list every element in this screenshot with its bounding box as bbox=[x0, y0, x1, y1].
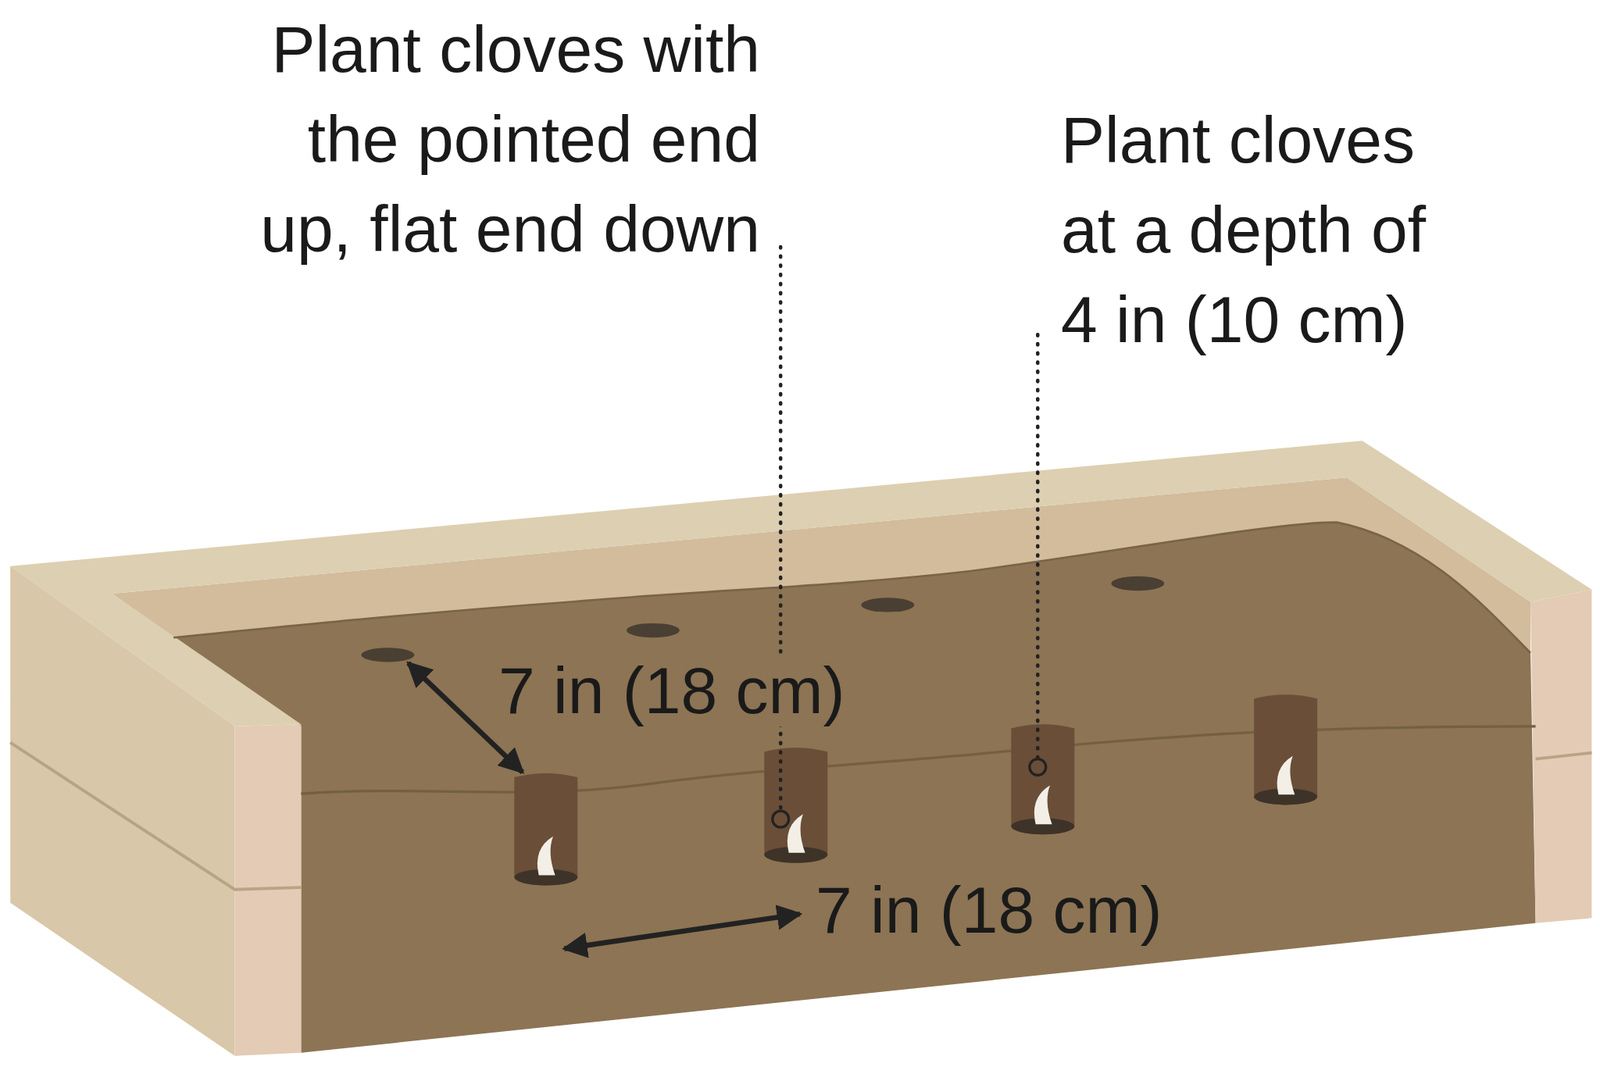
planting-hole bbox=[626, 623, 680, 638]
hole-section bbox=[1010, 724, 1075, 835]
plank-joint bbox=[10, 742, 301, 890]
bed-rim bbox=[10, 440, 1592, 727]
leader-dot bbox=[1029, 759, 1047, 776]
left-wall-side bbox=[10, 566, 235, 1057]
planting-hole bbox=[360, 647, 415, 662]
hole-shaft bbox=[514, 773, 578, 886]
right-wall-end bbox=[1530, 589, 1592, 924]
planting-note: Plant cloves with the pointed end up, fl… bbox=[213, 4, 761, 275]
planting-hole bbox=[1110, 576, 1165, 591]
dimension-label: 7 in (18 cm) bbox=[812, 874, 1165, 947]
garlic-clove bbox=[1034, 785, 1053, 825]
plank-joint bbox=[1535, 753, 1593, 760]
hole-section bbox=[764, 747, 828, 864]
dimension-label: 7 in (18 cm) bbox=[495, 654, 848, 727]
garlic-clove bbox=[537, 836, 556, 876]
hole-section bbox=[514, 773, 578, 886]
garlic-clove bbox=[1277, 756, 1296, 796]
hole-shaft bbox=[764, 747, 828, 864]
hole-shaft bbox=[1010, 724, 1075, 835]
dimension-arrow bbox=[564, 914, 800, 949]
leader-dot bbox=[772, 810, 790, 828]
soil-surface-edge bbox=[173, 522, 1531, 654]
hole-section bbox=[1253, 694, 1318, 805]
hole-shaft bbox=[1253, 694, 1318, 805]
depth-note: Plant cloves at a depth of 4 in (10 cm) bbox=[1060, 95, 1444, 365]
planting-hole bbox=[860, 597, 915, 612]
leader-line bbox=[1035, 334, 1040, 758]
